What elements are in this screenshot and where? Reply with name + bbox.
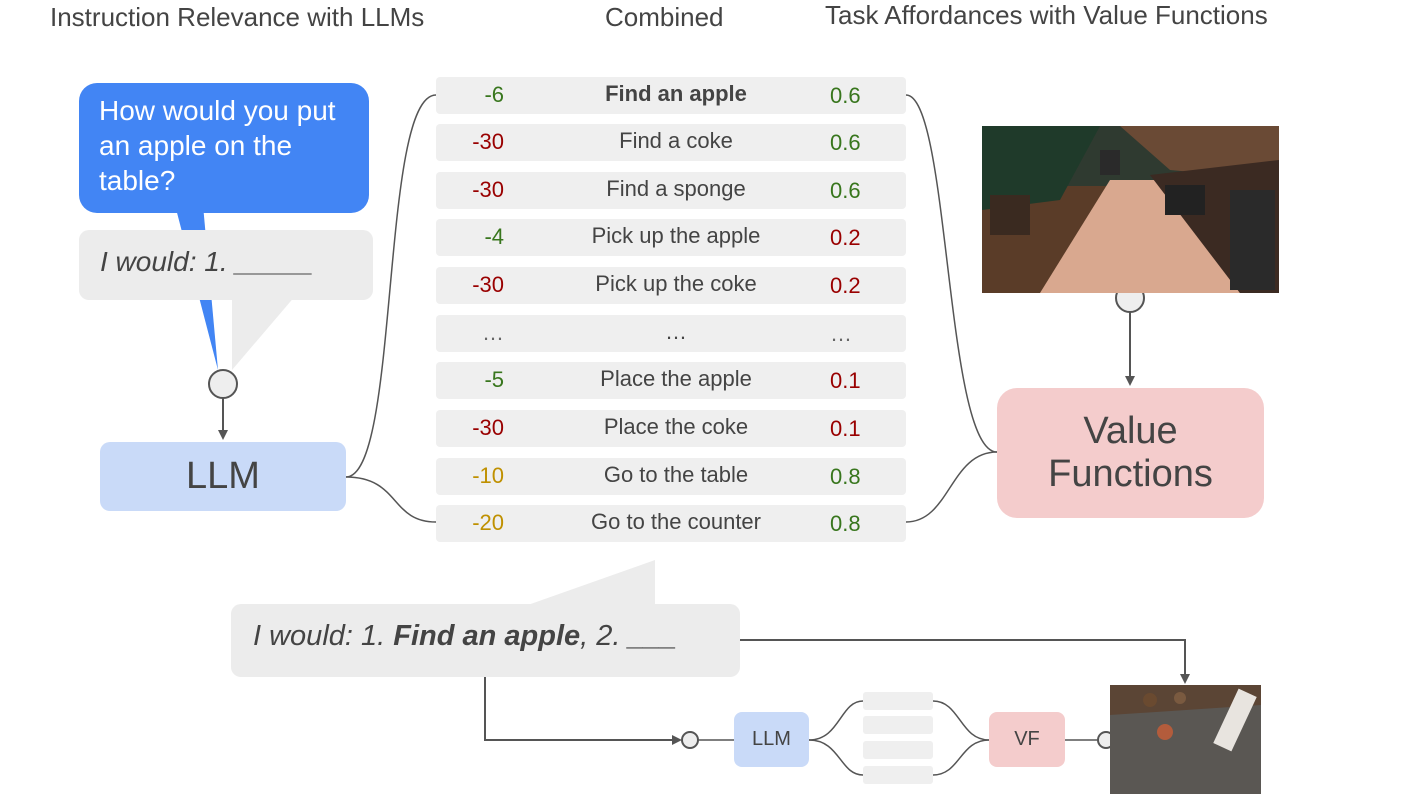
affordance-value: 0.1 <box>830 416 861 441</box>
bottom-bubble-tail <box>525 560 655 606</box>
mini-llm-box: LLM <box>734 712 809 767</box>
table-row: -30 Place the coke 0.1 <box>436 410 906 447</box>
affordance-value: … <box>830 321 852 346</box>
affordance-value: 0.2 <box>830 273 861 298</box>
table-row: -30 Find a sponge 0.6 <box>436 172 906 209</box>
affordance-value: 0.8 <box>830 511 861 536</box>
bottom-prompt-prefix: I would: 1. <box>253 620 394 652</box>
skill-label: … <box>665 319 687 344</box>
scene-image-bottom <box>1110 685 1261 794</box>
table-row: -10 Go to the table 0.8 <box>436 458 906 495</box>
table-row: … … … <box>436 315 906 352</box>
skill-label: Go to the counter <box>591 509 761 534</box>
llm-box: LLM <box>100 442 346 511</box>
table-row: -30 Find a coke 0.6 <box>436 124 906 161</box>
prompt-bubble: I would: 1. _____ <box>79 230 373 300</box>
mini-table-row <box>863 766 933 784</box>
skill-label: Pick up the coke <box>595 271 757 296</box>
llm-score: -30 <box>472 272 504 297</box>
llm-score: -30 <box>472 129 504 154</box>
value-functions-box: Value Functions <box>997 388 1264 518</box>
table-row: -20 Go to the counter 0.8 <box>436 505 906 542</box>
mini-vf-box: VF <box>989 712 1065 767</box>
llm-score: … <box>482 320 504 345</box>
scene-image-top <box>982 126 1279 293</box>
affordance-value: 0.8 <box>830 464 861 489</box>
skill-label: Pick up the apple <box>591 223 761 248</box>
skill-label: Find a coke <box>619 128 733 153</box>
llm-score: -5 <box>484 367 504 392</box>
question-bubble: How would you put an apple on the table? <box>79 83 369 213</box>
skill-label: Find an apple <box>605 81 747 106</box>
bottom-prompt-bubble: I would: 1. Find an apple, 2. ___ <box>231 604 740 677</box>
llm-score: -30 <box>472 177 504 202</box>
affordance-value: 0.6 <box>830 130 861 155</box>
table-row: -30 Pick up the coke 0.2 <box>436 267 906 304</box>
llm-score: -20 <box>472 510 504 535</box>
skill-label: Find a sponge <box>606 176 746 201</box>
gray-bubble-tail <box>232 295 296 370</box>
mini-llm-node <box>681 731 699 749</box>
bottom-prompt-bold: Find an apple <box>393 620 581 652</box>
llm-score: -6 <box>484 82 504 107</box>
llm-score: -4 <box>484 224 504 249</box>
affordance-value: 0.1 <box>830 368 861 393</box>
table-row: -4 Pick up the apple 0.2 <box>436 219 906 256</box>
affordance-value: 0.2 <box>830 225 861 250</box>
mini-table-row <box>863 741 933 759</box>
skill-label: Place the coke <box>603 414 749 439</box>
table-row: -5 Place the apple 0.1 <box>436 362 906 399</box>
llm-score: -30 <box>472 415 504 440</box>
mini-table-row <box>863 716 933 734</box>
table-row: -6 Find an apple 0.6 <box>436 77 906 114</box>
mini-table-row <box>863 692 933 710</box>
llm-input-node <box>208 369 238 399</box>
affordance-value: 0.6 <box>830 178 861 203</box>
llm-score: -10 <box>472 463 504 488</box>
header-combined: Combined <box>605 2 724 32</box>
bottom-prompt-suffix: , 2. ___ <box>580 620 677 652</box>
skill-label: Go to the table <box>603 462 749 487</box>
affordance-value: 0.6 <box>830 83 861 108</box>
skill-label: Place the apple <box>600 366 752 391</box>
header-task-affordances: Task Affordances with Value Functions <box>825 0 1268 30</box>
header-instruction-relevance: Instruction Relevance with LLMs <box>50 2 425 32</box>
